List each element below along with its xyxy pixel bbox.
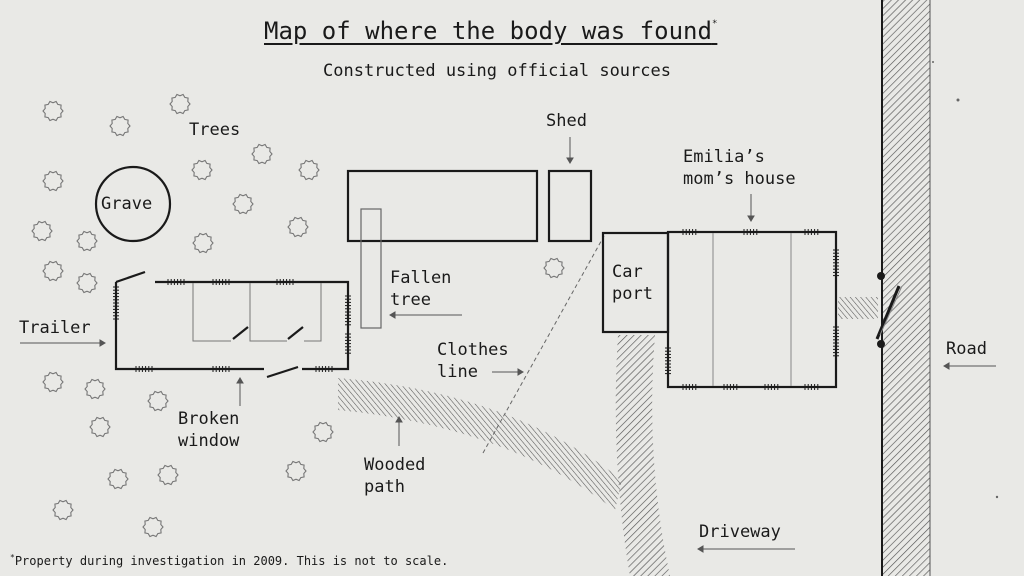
label-grave: Grave — [101, 194, 153, 214]
label-carport-line1: Car — [612, 262, 643, 282]
gate — [838, 272, 903, 348]
tree-icon — [42, 170, 64, 192]
tree-icon — [42, 100, 64, 122]
label-broken-line2: window — [178, 431, 240, 451]
label-wooded-line2: path — [364, 477, 405, 497]
house — [666, 230, 838, 389]
grave — [94, 165, 172, 243]
tree-icon — [42, 260, 64, 282]
label-house-line2: mom’s house — [683, 169, 796, 189]
tree-icon — [287, 216, 309, 238]
driveway — [615, 335, 670, 576]
road — [881, 0, 931, 576]
tree-icon — [192, 232, 214, 254]
tree-icon — [543, 257, 565, 279]
tree-icon — [142, 516, 164, 538]
window-markings — [113, 229, 839, 390]
tree-icon — [76, 272, 98, 294]
footnote: *Property during investigation in 2009. … — [10, 553, 449, 568]
outbuilding — [346, 169, 539, 243]
label-carport-line2: port — [612, 284, 653, 304]
tree-icon — [107, 468, 129, 490]
trailer — [114, 270, 350, 379]
trees — [31, 93, 565, 538]
shed — [547, 169, 593, 243]
wooded-path — [338, 378, 622, 510]
tree-icon — [298, 159, 320, 181]
label-fallen-line2: tree — [390, 290, 431, 310]
label-road: Road — [946, 339, 987, 359]
tree-icon — [157, 464, 179, 486]
tree-icon — [42, 371, 64, 393]
tree-icon — [169, 93, 191, 115]
tree-icon — [109, 115, 131, 137]
tree-icon — [232, 193, 254, 215]
tree-icon — [147, 390, 169, 412]
tree-icon — [285, 460, 307, 482]
tree-icon — [312, 421, 334, 443]
label-driveway: Driveway — [699, 522, 781, 542]
label-arrows — [20, 137, 996, 553]
tree-icon — [76, 230, 98, 252]
tree-icon — [52, 499, 74, 521]
label-shed: Shed — [546, 111, 587, 131]
tree-icon — [89, 416, 111, 438]
label-clothes-line2: line — [437, 362, 478, 382]
carport — [601, 231, 670, 334]
label-fallen-line1: Fallen — [390, 268, 452, 288]
label-broken-line1: Broken — [178, 409, 240, 429]
map-title: Map of where the body was found* — [264, 17, 718, 45]
paper-flecks — [932, 61, 999, 499]
map-subtitle: Constructed using official sources — [323, 61, 671, 81]
tree-icon — [31, 220, 53, 242]
label-wooded-line1: Wooded — [364, 455, 426, 475]
label-house-line1: Emilia’s — [683, 147, 765, 167]
tree-icon — [251, 143, 273, 165]
tree-icon — [84, 378, 106, 400]
fallen-tree — [360, 208, 382, 329]
label-clothes-line1: Clothes — [437, 340, 509, 360]
label-trees: Trees — [189, 120, 241, 140]
tree-icon — [191, 159, 213, 181]
label-trailer: Trailer — [19, 318, 91, 338]
